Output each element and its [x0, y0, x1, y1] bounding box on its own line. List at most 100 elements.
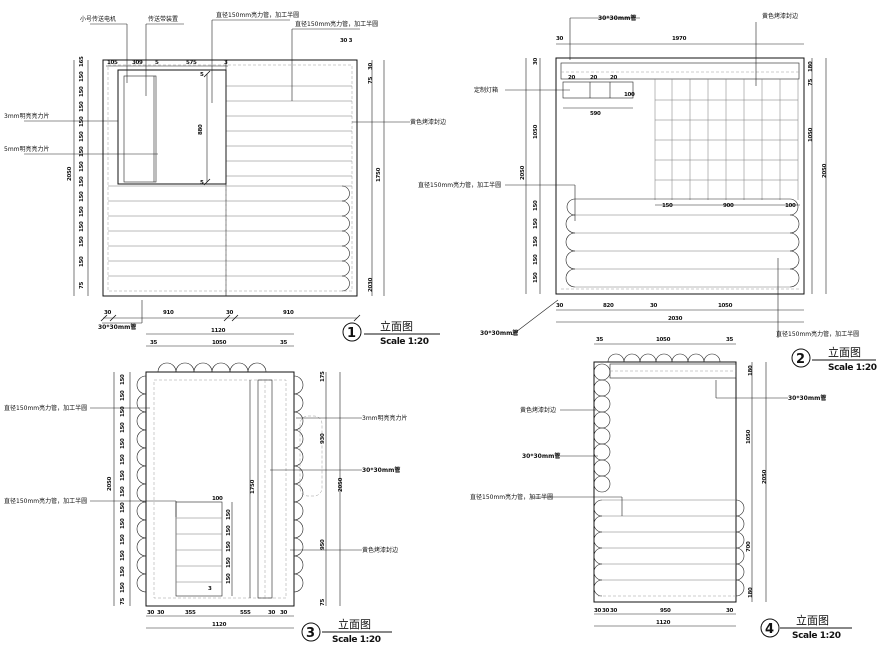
dim-inner-6: 3	[208, 586, 212, 592]
dim-top-total: 1120	[211, 328, 226, 334]
dim-bottom-2: 30	[610, 608, 618, 614]
dim-left-0: 165	[79, 56, 85, 67]
dim-left-7: 150	[79, 161, 85, 172]
dim-bottom-0: 30	[556, 303, 564, 309]
dim-bottom-total: 2030	[668, 316, 683, 322]
diagram-4-title: 立面图	[796, 613, 829, 627]
diagram-1-title: 立面图	[380, 319, 413, 333]
diagram-4-number-circle	[760, 618, 780, 638]
dim-left-11: 150	[79, 221, 85, 232]
dim-inner-4: 150	[226, 557, 232, 568]
dim-left-4: 150	[120, 438, 126, 449]
dim-bottom-0: 30	[594, 608, 602, 614]
dim-left-12: 150	[79, 236, 85, 247]
label-tube-bottom: 直径150mm亮力管，加工半圆	[776, 330, 859, 338]
diagram-4-scale: Scale 1:20	[792, 631, 841, 641]
diagram-2-number: 2	[796, 352, 805, 367]
dim-inner-top: 5	[200, 72, 204, 78]
dim-left-1: 150	[120, 390, 126, 401]
dim-left-total: 2050	[107, 476, 113, 491]
dim-bottom-1: 910	[163, 310, 174, 316]
dim-top-0: 105	[107, 60, 118, 66]
dim-left-11: 150	[120, 550, 126, 561]
dim-right-1: 75	[808, 78, 814, 86]
dim-bottom-1: 820	[603, 303, 614, 309]
dim-bottom-3: 910	[283, 310, 294, 316]
label-yellow-edge: 黄色烤漆封边	[520, 406, 556, 414]
label-acrylic-3: 3mm明亮亮力片	[362, 414, 408, 422]
dim-inner-2: 150	[226, 525, 232, 536]
dim-bottom-3: 1050	[718, 303, 733, 309]
dim-inner-bottom: 5	[200, 180, 204, 186]
dim-bottom-2: 355	[185, 610, 196, 616]
elevation-3: 1120 35 1050 35 30 30 355 555 30 30 1120…	[4, 328, 408, 645]
dim-bottom-3: 950	[660, 608, 671, 614]
dim-left-2: 150	[120, 406, 126, 417]
dim-left-7: 150	[120, 486, 126, 497]
label-pipe: 30*30mm管	[98, 323, 136, 331]
dim-right-3: 75	[368, 76, 374, 84]
elevation-2-frame	[555, 57, 805, 295]
dim-lamp-2: 20	[610, 75, 618, 81]
diagram-2-title: 立面图	[828, 345, 861, 359]
dim-mid-2: 100	[785, 203, 796, 209]
dim-left-5: 150	[533, 254, 539, 265]
dim-bottom-0: 30	[104, 310, 112, 316]
dim-right-0: 180	[748, 365, 754, 376]
dim-top-3: 35	[280, 340, 288, 346]
label-tube-mid: 直径150mm亮力管，加工半圆	[418, 181, 501, 189]
diagram-3-scale: Scale 1:20	[332, 635, 381, 645]
inner-tube-box	[175, 501, 223, 597]
dim-lamp-0: 20	[568, 75, 576, 81]
dim-lamp-1: 20	[590, 75, 598, 81]
diagram-3-title: 立面图	[338, 617, 371, 631]
dim-left-3: 150	[120, 422, 126, 433]
label-tube-top2: 直径150mm亮力管，加工半圆	[295, 20, 378, 28]
dim-left-1: 150	[79, 71, 85, 82]
dim-left-total: 2050	[520, 165, 526, 180]
dim-left-10: 150	[79, 206, 85, 217]
dim-left-9: 150	[79, 191, 85, 202]
label-tube-left: 直径150mm亮力管，加工半圆	[4, 404, 87, 412]
dim-bottom-4: 30	[268, 610, 276, 616]
dim-right-total: 1750	[376, 167, 382, 182]
dim-left-4: 150	[79, 116, 85, 127]
dim-right-2: 950	[320, 539, 326, 550]
dim-left-5: 150	[79, 131, 85, 142]
dim-inner-1: 150	[226, 509, 232, 520]
dim-left-9: 150	[120, 518, 126, 529]
label-pipe: 30*30mm管	[362, 466, 400, 474]
label-yellow-edge: 黄色烤漆封边	[762, 12, 798, 20]
dim-right-0: 180	[808, 61, 814, 72]
dim-mid-0: 150	[662, 203, 673, 209]
dim-inner-mid: 880	[198, 124, 204, 135]
dim-right-4: 2030	[368, 277, 374, 292]
dim-right-1: 930	[320, 433, 326, 444]
dim-top-1: 309	[132, 60, 143, 66]
dim-left-13: 150	[79, 256, 85, 267]
elevation-1: 5 880 5 105 309 5 575 3 30 3 30 910 30 9…	[4, 11, 446, 347]
label-yellow-edge: 黄色烤漆封边	[362, 546, 398, 554]
dim-lamp-4: 590	[590, 111, 601, 117]
dim-bottom-1: 30	[157, 610, 165, 616]
dim-left-6: 150	[120, 470, 126, 481]
dim-right-total: 2050	[762, 469, 768, 484]
dim-bottom-2: 30	[650, 303, 658, 309]
dim-left-13: 150	[120, 582, 126, 593]
dim-top-2: 35	[726, 337, 734, 343]
dim-left-2: 150	[533, 200, 539, 211]
dim-right-0: 30	[368, 62, 374, 70]
elevation-1-frame	[102, 59, 358, 297]
elevation-4-frame	[593, 361, 737, 603]
dim-left-0: 30	[533, 57, 539, 65]
dim-right-0: 175	[320, 371, 326, 382]
dim-bottom-4: 30	[726, 608, 734, 614]
diagram-1-scale: Scale 1:20	[380, 337, 429, 347]
dim-left-total: 2050	[67, 166, 73, 181]
dim-bottom-3: 555	[240, 610, 251, 616]
dim-left-2: 150	[79, 86, 85, 97]
diagram-3-number: 3	[306, 626, 315, 641]
dim-top-4: 3	[224, 60, 228, 66]
elevation-2: 20 20 20 100 590 150 900 100 30 1970	[418, 12, 877, 373]
